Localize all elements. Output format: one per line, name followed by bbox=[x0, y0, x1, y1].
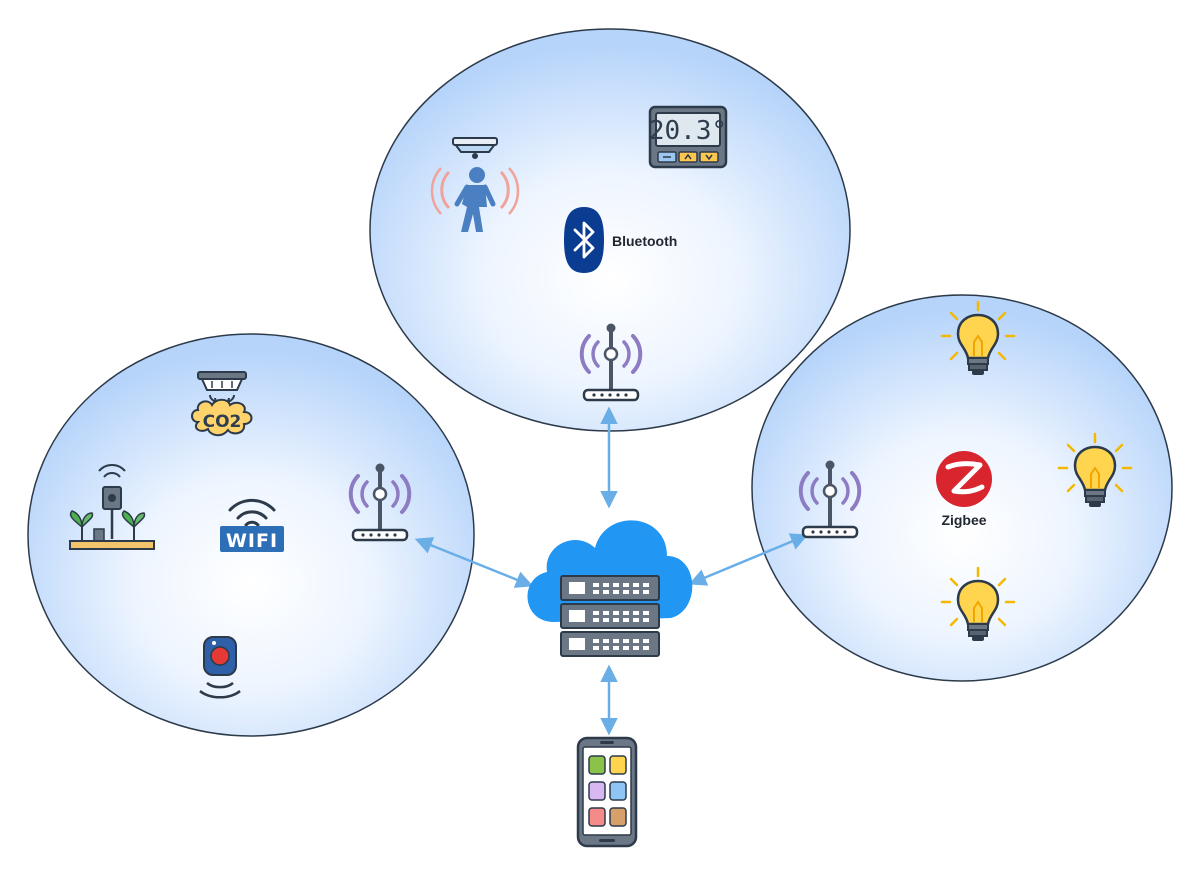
zigbee-label: Zigbee bbox=[941, 512, 986, 528]
arrow-wifi-cloud bbox=[414, 537, 534, 588]
zigbee-logo-icon bbox=[936, 451, 992, 507]
leak-sensor-icon bbox=[199, 636, 241, 699]
thermostat-reading: 20.3° bbox=[649, 116, 727, 146]
bluetooth-logo-icon bbox=[564, 207, 604, 273]
bluetooth-label: Bluetooth bbox=[612, 233, 677, 249]
arrow-zigbee-cloud bbox=[688, 533, 809, 586]
soil-sensor-icon bbox=[69, 464, 155, 550]
connection-arrows bbox=[414, 406, 809, 736]
wifi-logo-icon: WIFI bbox=[220, 498, 284, 552]
server-rack bbox=[560, 575, 660, 657]
smartphone-icon bbox=[576, 736, 638, 848]
wifi-label: WIFI bbox=[226, 530, 278, 552]
occupancy-sensor-icon bbox=[430, 137, 520, 232]
co2-label: CO2 bbox=[203, 412, 242, 432]
thermostat-icon: 20.3° bbox=[648, 105, 728, 169]
co2-detector-icon: CO2 bbox=[191, 371, 253, 437]
cloud-server-icon bbox=[527, 520, 693, 657]
